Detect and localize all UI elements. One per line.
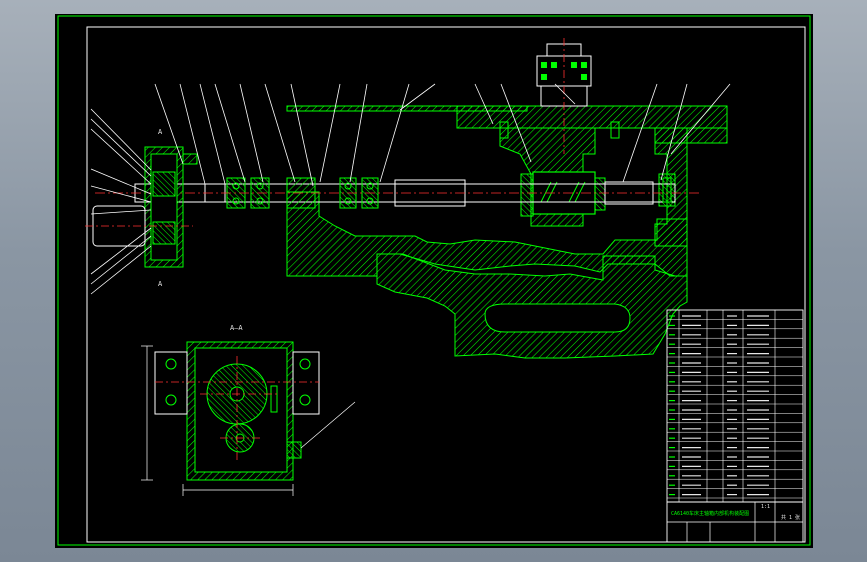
flange-left [154,351,188,415]
section-dimension-lines [141,345,356,496]
gearbox-cap [182,153,198,165]
drawing-sheet: A A A—A CA6140车床主轴箱内部机构装配图 1:1 共 1 张 [55,14,813,548]
leader-lines [90,83,731,295]
section-view-label: A—A [230,324,243,332]
section-mark-bottom: A [158,280,163,288]
key-slot [270,385,278,413]
title-block-sheet: 共 1 张 [781,514,800,521]
section-centerlines [155,356,319,462]
nut-flange-left [520,173,534,217]
drawing-frame [86,26,806,543]
outer-border [57,15,811,546]
nut-balls [540,181,586,203]
housing-bolts [499,121,672,203]
parts-list-table [666,309,804,543]
section-mark-top: A [158,128,163,136]
title-block-scale: 1:1 [761,504,770,510]
nut-flange-right [594,177,606,211]
title-block-title: CA6140车床主轴箱内部机构装配图 [671,510,749,517]
flange-right [292,351,320,415]
gear-lower [152,221,176,245]
bed-cavity [484,303,631,333]
oil-plug [286,441,302,459]
bearing-set-middle [339,177,379,209]
gear-upper [152,171,176,197]
cad-drawing-canvas: A A A—A CA6140车床主轴箱内部机构装配图 1:1 共 1 张 [57,15,811,546]
flange-holes [165,358,311,406]
motor-bolts [541,62,587,80]
top-cover-plate [456,105,728,129]
